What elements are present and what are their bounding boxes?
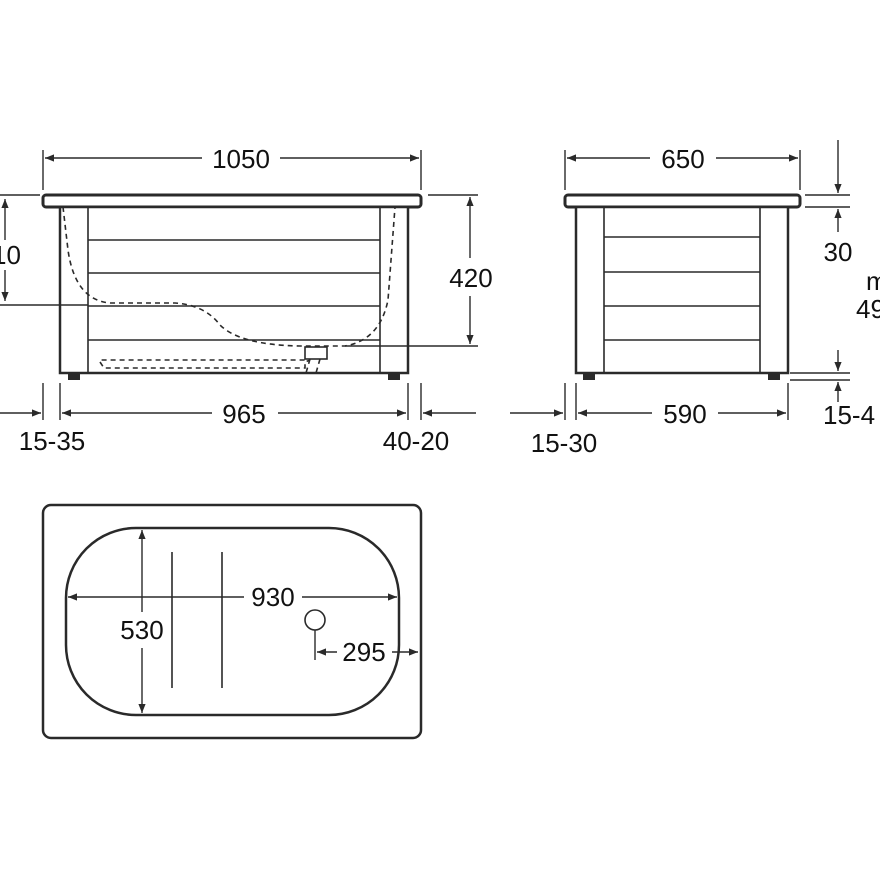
front-left-offset-label: 15-35 (19, 426, 86, 456)
side-foot-left (583, 373, 595, 380)
front-panel-length-label: 965 (222, 399, 265, 429)
side-foot-label: 15-4 (823, 400, 875, 430)
front-panel-boards (88, 239, 380, 341)
front-foot-right (388, 373, 400, 380)
side-rim-label: 30 (824, 237, 853, 267)
side-body (574, 205, 790, 375)
top-view: 930 530 295 (41, 503, 423, 740)
side-max-label: m (866, 266, 880, 296)
side-foot-right (768, 373, 780, 380)
side-panel-width-label: 590 (663, 399, 706, 429)
front-view: 10 1050 420 965 15-35 40-20 (0, 144, 493, 456)
front-cut-height-label: 10 (0, 240, 21, 270)
top-inner-width-label: 530 (120, 615, 163, 645)
front-foot-left (68, 373, 80, 380)
side-panel-boards (604, 236, 760, 341)
top-inner-length-label: 930 (251, 582, 294, 612)
drain-trap (304, 346, 328, 360)
side-left-offset-label: 15-30 (531, 428, 598, 458)
top-basin (64, 526, 401, 717)
side-rim (563, 193, 802, 209)
side-view: 650 30 m 49 15-4 590 15-30 (510, 140, 880, 458)
front-height-label: 420 (449, 263, 492, 293)
side-max-height-label: 49 (856, 294, 880, 324)
front-right-offset-label: 40-20 (383, 426, 450, 456)
drain-hole (304, 609, 326, 631)
side-overall-width-label: 650 (661, 144, 704, 174)
front-body (58, 205, 410, 375)
top-drain-offset-label: 295 (342, 637, 385, 667)
front-rim (41, 193, 423, 209)
front-overall-length-label: 1050 (212, 144, 270, 174)
